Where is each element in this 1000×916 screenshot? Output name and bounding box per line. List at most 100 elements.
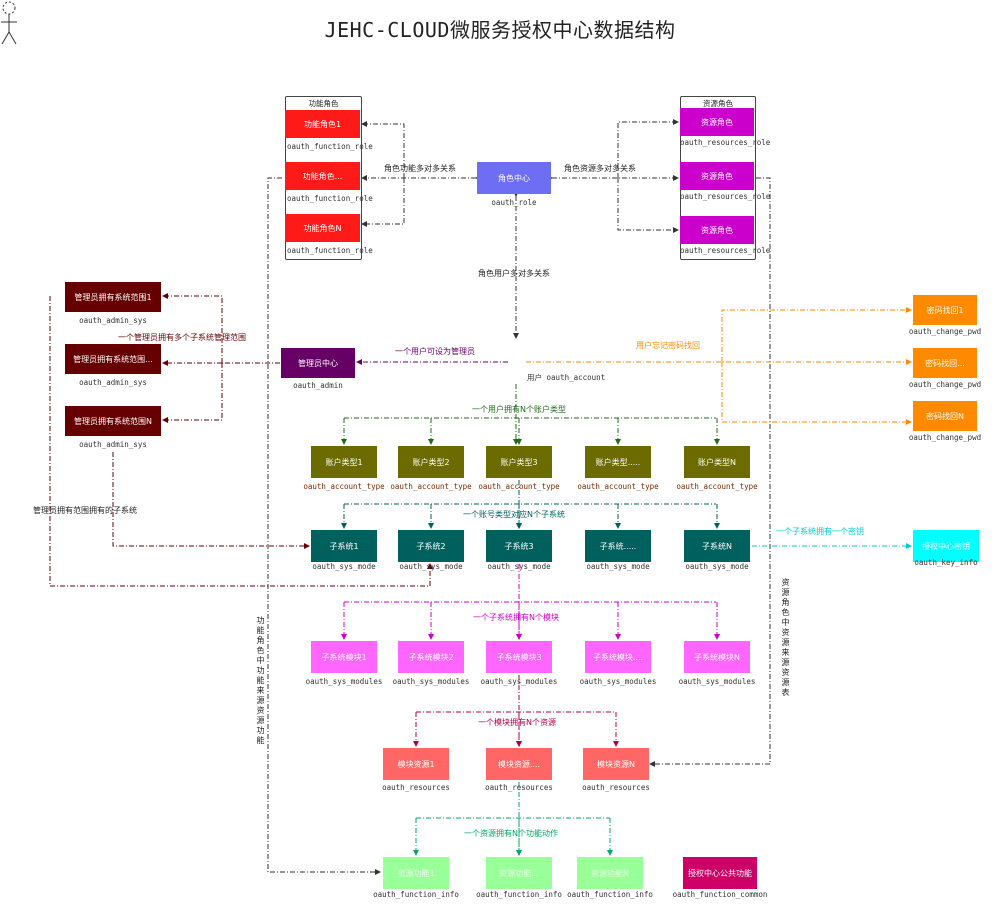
sys-mode-box: 子系统N: [684, 530, 750, 562]
account-type-table-label: oauth_account_type: [303, 482, 385, 491]
admin-sys-table-label: oauth_admin_sys: [79, 378, 147, 387]
sys-module-table-label: oauth_sys_modules: [678, 677, 756, 686]
sys-module-box: 子系统模块2: [398, 641, 464, 673]
resource-table-label: oauth_resources: [582, 783, 650, 792]
sys-module-box: 子系统模块3: [486, 641, 552, 673]
role-center-box: 角色中心: [477, 162, 551, 194]
edge-label-account-type: 一个用户拥有N个账户类型: [472, 405, 566, 414]
sys-module-box: 子系统模块N: [684, 641, 750, 673]
change-pwd-table-label: oauth_change_pwd: [908, 433, 982, 442]
function-info-box: 资源功能N: [577, 857, 643, 889]
edge-label-key: 一个子系统拥有一个密钥: [776, 527, 864, 536]
change-pwd-table-label: oauth_change_pwd: [908, 380, 982, 389]
function-role-table-label: oauth_function_role: [287, 142, 373, 151]
sys-module-table-label: oauth_sys_modules: [392, 677, 470, 686]
sys-module-box: 子系统模块1: [311, 641, 377, 673]
sys-module-table-label: oauth_sys_modules: [480, 677, 558, 686]
function-info-box: 资源功能...: [486, 857, 552, 889]
resource-role-box: 资源角色: [680, 216, 754, 244]
edge-label-module: 一个子系统拥有N个模块: [473, 613, 559, 622]
change-pwd-box: 密码找回N: [913, 401, 977, 431]
admin-center-box: 管理员中心: [281, 348, 355, 378]
edge-label-admin-scope: 一个管理员拥有多个子系统管理范围: [118, 333, 246, 342]
connector-line: [721, 307, 912, 362]
edge-label-pwd: 用户忘记密码找回: [636, 341, 700, 350]
edge-label-resource: 一个模块拥有N个资源: [478, 718, 556, 727]
resource-table-label: oauth_resources: [485, 783, 553, 792]
key-info-box: 授权中心密钥: [913, 530, 979, 562]
key-info-table-label: oauth_key_info: [914, 558, 978, 567]
resource-role-table-label: oauth_resources_role: [680, 246, 771, 255]
admin-center-table-label: oauth_admin: [293, 381, 343, 390]
edge-label-sys: 一个账号类型对应N个子系统: [463, 510, 565, 519]
sys-mode-table-label: oauth_sys_mode: [685, 562, 749, 571]
connector-line: [649, 177, 771, 767]
function-role-group-title: 功能角色: [308, 99, 339, 108]
resource-role-table-label: oauth_resources_role: [680, 192, 771, 201]
connector-line: [617, 178, 679, 233]
connector-line: [112, 452, 310, 549]
function-role-table-label: oauth_function_role: [287, 246, 373, 255]
sys-mode-box: 子系统.....: [585, 530, 651, 562]
change-pwd-box: 密码找回1: [913, 295, 977, 325]
sys-mode-box: 子系统1: [311, 530, 377, 562]
sys-mode-table-label: oauth_sys_mode: [312, 562, 376, 571]
account-type-box: 账户类型3: [486, 446, 552, 478]
resource-table-label: oauth_resources: [382, 783, 450, 792]
admin-sys-box: 管理员拥有系统范围...: [65, 344, 161, 374]
account-type-table-label: oauth_account_type: [478, 482, 560, 491]
admin-sys-table-label: oauth_admin_sys: [79, 316, 147, 325]
edge-label-role-user: 角色用户多对多关系: [478, 269, 550, 278]
role-center-table-label: oauth_role: [491, 198, 537, 207]
resource-role-table-label: oauth_resources_role: [680, 138, 771, 147]
function-common-box: 授权中心公共功能: [683, 857, 757, 889]
connector-line: [721, 362, 912, 425]
sys-module-table-label: oauth_sys_modules: [579, 677, 657, 686]
edge-label-res-source: 资源角色中资源来源资源表: [781, 578, 790, 697]
function-role-box: 功能角色N: [285, 214, 360, 242]
sys-mode-table-label: oauth_sys_mode: [586, 562, 650, 571]
edge-label-user-admin: 一个用户可设为管理员: [395, 347, 475, 356]
account-type-table-label: oauth_account_type: [390, 482, 472, 491]
connector-line: [162, 363, 223, 423]
connector-line: [49, 296, 433, 587]
admin-sys-box: 管理员拥有系统范围1: [65, 282, 161, 312]
function-info-table-label: oauth_function_info: [567, 890, 653, 899]
account-type-box: 账户类型N: [684, 446, 750, 478]
change-pwd-box: 密码找回...: [913, 348, 977, 378]
sys-mode-box: 子系统2: [398, 530, 464, 562]
function-role-table-label: oauth_function_role: [287, 194, 373, 203]
account-type-box: 账户类型.....: [585, 446, 651, 478]
edge-label-res-role: 角色资源多对多关系: [564, 164, 636, 173]
edge-label-admin-sys: 管理员拥有范围拥有的子系统: [33, 506, 137, 515]
connector-line: [361, 121, 405, 178]
admin-sys-box: 管理员拥有系统范围N: [65, 406, 161, 436]
function-role-box: 功能角色1: [285, 110, 360, 138]
change-pwd-table-label: oauth_change_pwd: [908, 327, 982, 336]
resource-role-group-title: 资源角色: [703, 99, 733, 108]
resource-box: 模块资源1: [383, 748, 449, 780]
resource-role-box: 资源角色: [680, 162, 754, 190]
page-title: JEHC-CLOUD微服务授权中心数据结构: [324, 18, 676, 42]
sys-mode-box: 子系统3: [486, 530, 552, 562]
sys-mode-table-label: oauth_sys_mode: [487, 562, 551, 571]
edge-label-func-role: 角色功能多对多关系: [384, 164, 456, 173]
account-type-table-label: oauth_account_type: [577, 482, 659, 491]
account-type-table-label: oauth_account_type: [676, 482, 758, 491]
user-label: 用户 oauth_account: [527, 373, 606, 382]
function-info-box: 资源功能1: [383, 857, 449, 889]
edge-label-function: 一个资源拥有N个功能动作: [464, 829, 558, 838]
sys-mode-table-label: oauth_sys_mode: [399, 562, 463, 571]
user-actor-icon: [0, 0, 18, 46]
account-type-box: 账户类型1: [311, 446, 377, 478]
function-info-table-label: oauth_function_info: [476, 890, 562, 899]
connector-line: [361, 178, 405, 227]
account-type-box: 账户类型2: [398, 446, 464, 478]
edge-label-func-source: 功能角色中功能来源资源功能: [256, 616, 265, 745]
sys-module-box: 子系统模块....: [585, 641, 651, 673]
resource-role-box: 资源角色: [680, 108, 754, 136]
connector-line: [267, 177, 381, 875]
connector-line: [162, 293, 223, 363]
